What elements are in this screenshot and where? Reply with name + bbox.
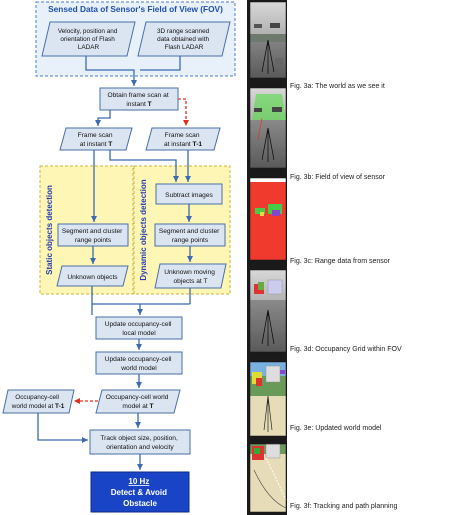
fig-3c-caption: Fig. 3c: Range data from sensor bbox=[290, 258, 390, 265]
world-model-t-box bbox=[95, 389, 181, 414]
world-model-t-text: Occupancy-cell world model at T bbox=[106, 394, 171, 410]
world-model-t1-text: Occupancy-cell world model at T-1 bbox=[11, 394, 65, 410]
subtract-images-text: Subtract images bbox=[165, 192, 213, 199]
unknown-moving-box bbox=[154, 263, 227, 289]
arrow-model-t1-to-track bbox=[37, 413, 88, 443]
range-data-text: 3D range scanned data obtained with Flas… bbox=[157, 28, 211, 51]
unknown-moving-text: Unknown moving objects at T bbox=[164, 269, 216, 285]
unknown-objects-text: Unknown objects bbox=[67, 274, 118, 281]
sensed-data-group: Sensed Data of Sensor's Field of View (F… bbox=[35, 1, 236, 77]
obtain-frame-text: Obtain frame scan at instant T bbox=[107, 92, 170, 108]
fig-3f-caption: Fig. 3f: Tracking and path planning bbox=[290, 503, 398, 510]
fig-3b-image bbox=[249, 87, 287, 169]
velocity-box bbox=[41, 21, 136, 57]
update-world-model-text: Update occupancy-cell world model bbox=[105, 356, 174, 372]
arrow-range-to-obtain bbox=[140, 56, 181, 71]
velocity-box-text: Velocity, position and orientation of Fl… bbox=[58, 28, 119, 51]
unknown-objects-box bbox=[56, 265, 129, 287]
fig-3c-image bbox=[249, 177, 287, 261]
fig-3a-image bbox=[249, 1, 287, 79]
arrow-frame-t-to-subtract bbox=[109, 150, 179, 182]
world-model-t1-box bbox=[2, 389, 75, 414]
segment-static-text: Segment and cluster range points bbox=[62, 228, 124, 244]
dashed-arrow-to-frame-t1 bbox=[178, 98, 189, 126]
dynamic-detection-label: Dynamic objects detection bbox=[139, 179, 148, 280]
track-object-text: Track object size, position, orientation… bbox=[100, 435, 179, 451]
frame-scan-t-text: Frame scan at instant T bbox=[78, 132, 115, 148]
detect-avoid-text: 10 Hz Detect & Avoid Obstacle bbox=[111, 477, 170, 508]
static-detection-label: Static objects detection bbox=[45, 185, 54, 275]
frame-scan-t1-box bbox=[145, 127, 221, 151]
arrow-velocity-to-obtain bbox=[85, 56, 137, 86]
fig-3a-caption: Fig. 3a: The world as we see it bbox=[290, 83, 385, 90]
fig-3e-image bbox=[249, 361, 287, 437]
frame-scan-t1-text: Frame scan at instant T-1 bbox=[164, 132, 202, 148]
update-local-model-text: Update occupancy-cell local model bbox=[105, 321, 174, 337]
frame-scan-t-box bbox=[59, 127, 133, 151]
detect-avoid-box bbox=[90, 471, 190, 513]
track-object-box bbox=[89, 429, 191, 455]
fig-3e-caption: Fig. 3e: Updated world model bbox=[290, 425, 382, 432]
fig-3f-image bbox=[249, 443, 287, 513]
sensed-data-title: Sensed Data of Sensor's Field of View (F… bbox=[48, 4, 223, 14]
fig-3b-caption: Fig. 3b: Field of view of sensor bbox=[290, 174, 385, 181]
arrow-obtain-to-frame-t bbox=[95, 110, 111, 126]
range-data-box bbox=[137, 21, 231, 57]
fig-3d-caption: Fig. 3d: Occupancy Grid within FOV bbox=[290, 346, 402, 353]
segment-dynamic-text: Segment and cluster range points bbox=[159, 228, 221, 244]
fig-3d-image bbox=[249, 269, 287, 353]
